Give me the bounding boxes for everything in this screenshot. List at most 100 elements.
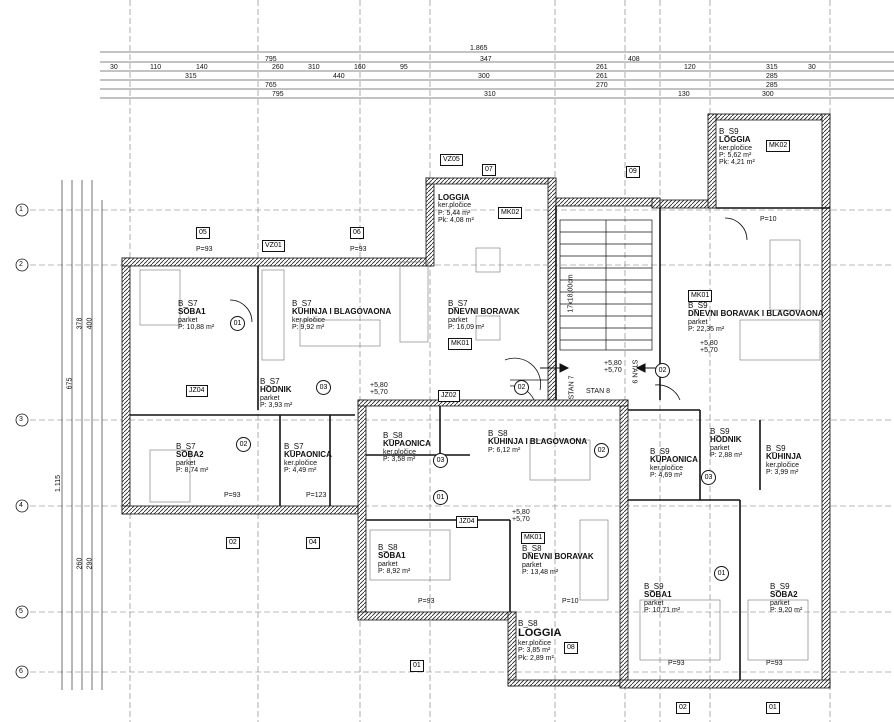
dim-r3-2: 315 [185,73,197,80]
door-03-s9: 03 [701,470,716,485]
dim-r2-6: 95 [400,64,408,71]
tag-mk02-s7: MK02 [498,207,523,219]
bed-s8-soba1 [369,529,451,581]
dim-r2-14: 30 [808,64,816,71]
dim-left-260: 260 [76,557,84,570]
sill-s9-1: P=10 [760,216,777,223]
dim-r2-12: 120 [684,64,696,71]
dim-r2-13: 315 [766,64,778,71]
door-03-s7: 03 [316,380,331,395]
bed-s7-soba1 [139,269,181,326]
dim-left-400: 400 [86,317,94,330]
overall-width: 1.865 [470,45,488,52]
tag-jz04-s8: JZ04 [456,516,478,528]
dim-r2-10: 261 [596,64,608,71]
door-02-s7: 02 [236,437,251,452]
axis-3: 3 [19,416,23,423]
tag-jz04-s7: JZ04 [186,385,208,397]
top-dimension-lines [100,51,894,99]
dim-r4-3: 285 [766,82,778,89]
armchair-s7b [475,315,501,341]
interior-walls [130,206,830,680]
stan-8-label: STAN 8 [586,388,610,395]
dim-left-675: 675 [66,377,74,390]
window-07: 07 [482,164,496,176]
stair-treads [560,231,652,341]
window-01: 01 [410,660,424,672]
axis-6: 6 [19,668,23,675]
dim-r2-3: 260 [272,64,284,71]
armchair-s7a [475,247,501,273]
sofa-s7 [399,261,429,343]
tag-mk01-s9: MK01 [688,290,713,302]
sill-s7-1: P=93 [196,246,213,253]
stan-7-label: STAN 7 [568,375,576,400]
dim-r2-4: 310 [308,64,320,71]
dim-r3-4: 440 [333,73,345,80]
dim-top-795: 795 [265,56,277,63]
bed-s7-soba2 [149,449,191,503]
window-09: 09 [626,166,640,178]
dim-r3-10: 285 [766,73,778,80]
table-s7 [299,319,381,347]
sofa-s8 [579,519,609,601]
dim-r5-2: 130 [678,91,690,98]
sill-s7-4: P=123 [306,492,327,499]
tag-mk02-s9: MK02 [766,140,791,152]
table-s8 [529,439,591,481]
axis-1: 1 [19,206,23,213]
dim-r2-8: 300 [478,73,490,80]
tag-mk01-s7: MK01 [448,338,473,350]
door-03-s8: 03 [433,453,448,468]
left-dimension-lines [61,180,103,690]
dim-top-347: 347 [480,56,492,63]
stair-arrows [540,363,660,373]
level-s7: +5,80+5,70 [370,382,388,396]
dim-r2-5: 160 [354,64,366,71]
bed-s9-soba2 [747,599,809,661]
sill-s8-1: P=93 [418,598,435,605]
stan-9-label: STAN 9 [630,359,638,384]
dim-left-290: 290 [86,557,94,570]
dim-r5-0: 795 [272,91,284,98]
overall-height: 1.115 [55,475,62,492]
axis-markers [15,203,29,679]
door-swings [229,217,748,401]
tag-mk01-s8: MK01 [521,532,546,544]
door-01-s9: 01 [714,566,729,581]
dim-r3-8: 261 [596,73,608,80]
level-s9: +5,80+5,70 [700,340,718,354]
dim-r4-1: 270 [596,82,608,89]
tag-vz01: VZ01 [262,240,285,252]
dim-r2-0: 30 [110,64,118,71]
window-08: 08 [564,642,578,654]
dim-left-378: 378 [76,317,84,330]
level-stair: +5,80+5,70 [604,360,622,374]
tag-jz02-s7: JZ02 [438,390,460,402]
dim-r5-1: 310 [484,91,496,98]
dim-r2-1: 110 [150,64,162,71]
window-01-s9: 01 [766,702,780,714]
door-02-s9b: 02 [655,363,670,378]
stair-label: 17x18,00cm [567,274,575,313]
table-s9 [739,319,821,361]
hatched-walls [121,113,831,689]
window-04: 04 [306,537,320,549]
dim-r5-3: 300 [762,91,774,98]
